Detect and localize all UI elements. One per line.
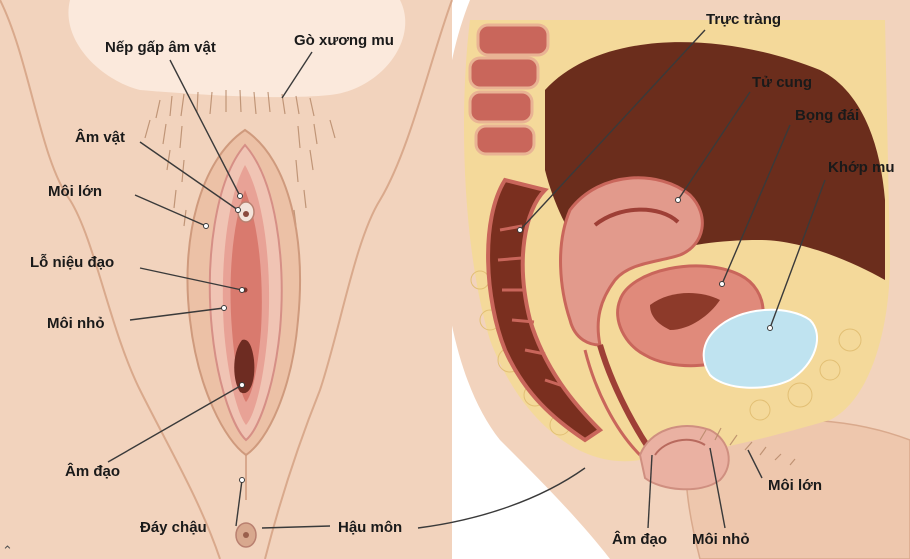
label-mons-pubis: Gò xương mu <box>294 33 394 48</box>
label-labia-minora-left: Môi nhỏ <box>47 316 104 331</box>
label-uterus: Tử cung <box>752 75 812 90</box>
label-vagina-left: Âm đạo <box>65 464 120 479</box>
label-perineum: Đáy chậu <box>140 520 207 535</box>
label-clitoral-hood: Nếp gấp âm vật <box>105 40 216 55</box>
label-vagina-right: Âm đạo <box>612 532 667 547</box>
corner-mark: ⌃ <box>2 544 13 557</box>
label-urethral-opening: Lỗ niệu đạo <box>30 255 114 270</box>
label-labia-majora-right: Môi lớn <box>768 478 822 493</box>
label-anus: Hậu môn <box>338 520 402 535</box>
pelvis-sagittal-view <box>440 0 910 559</box>
label-labia-majora-left: Môi lớn <box>48 184 102 199</box>
label-clitoris: Âm vật <box>75 130 125 145</box>
label-rectum: Trực tràng <box>706 12 781 27</box>
label-labia-minora-right: Môi nhỏ <box>692 532 749 547</box>
label-bladder: Bọng đái <box>795 108 859 123</box>
label-pubic-symphysis: Khớp mu <box>828 160 895 175</box>
